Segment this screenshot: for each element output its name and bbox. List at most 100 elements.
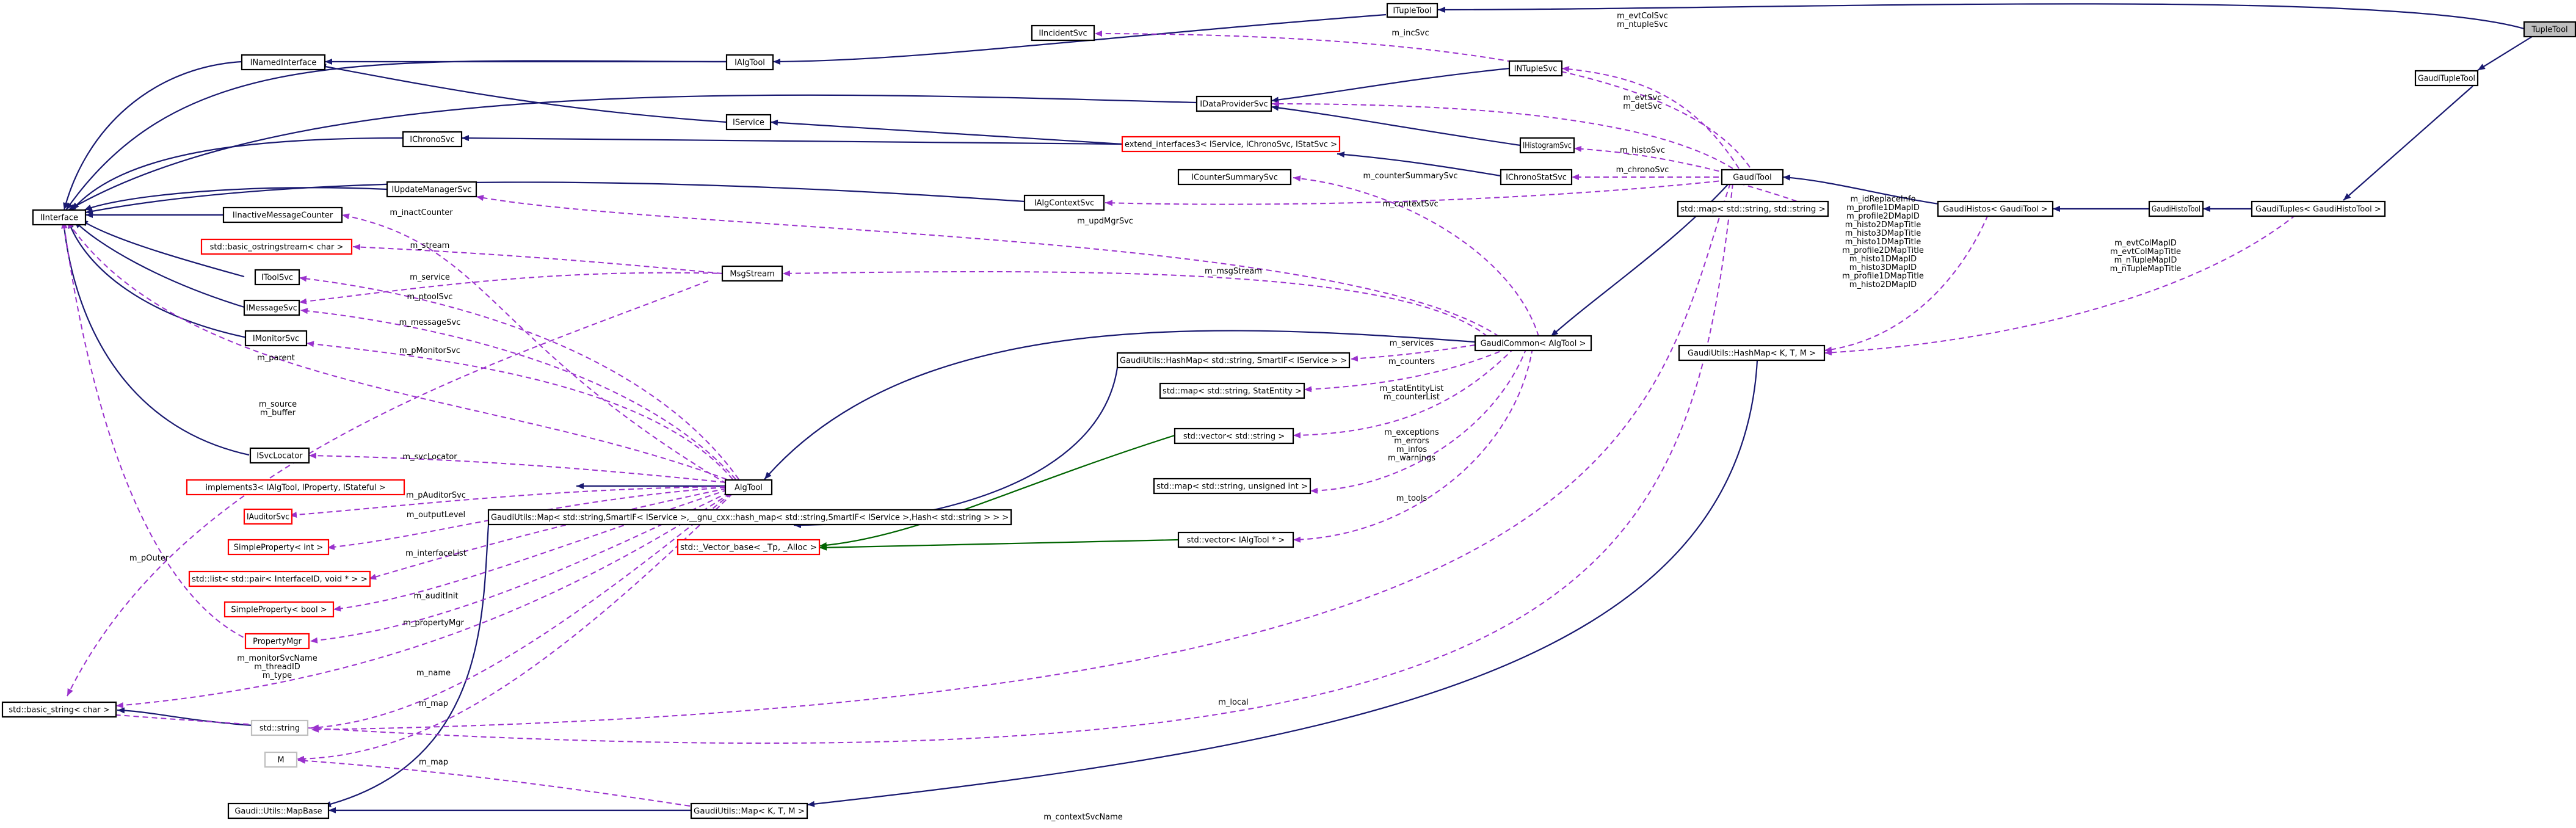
edge-use-counters bbox=[1304, 347, 1509, 393]
node-box bbox=[402, 131, 463, 148]
node-iauditor[interactable]: IAuditorSvc bbox=[243, 508, 293, 525]
node-propmgr[interactable]: PropertyMgr bbox=[244, 633, 310, 650]
edge-label-m-idreplace: m_histo2DMapTitle bbox=[1845, 220, 1921, 230]
edge-label-m-propertymgr: m_propertyMgr bbox=[403, 619, 464, 628]
node-box bbox=[243, 299, 300, 316]
node-label: std::vector< std::string > bbox=[1183, 432, 1285, 441]
node-box bbox=[721, 265, 783, 282]
node-ihistogram[interactable]: IHistogramSvc bbox=[1519, 137, 1575, 154]
edge-extend-iservice bbox=[770, 119, 1123, 145]
node-iupdate[interactable]: IUpdateManagerSvc bbox=[386, 181, 477, 198]
node-icounter[interactable]: ICounterSummarySvc bbox=[1177, 169, 1292, 186]
node-vector-ialgtool[interactable]: std::vector< IAlgTool * > bbox=[1177, 531, 1294, 548]
edge-label-m-services: m_services bbox=[1390, 339, 1434, 348]
node-iservice[interactable]: IService bbox=[725, 114, 772, 131]
edge-use-statentity bbox=[1293, 347, 1515, 438]
node-gaudi-histo-tool[interactable]: GaudiHistoTool bbox=[2148, 200, 2204, 217]
node-interface[interactable]: IInterface bbox=[32, 209, 87, 226]
node-imessagesvc[interactable]: IMessageSvc bbox=[243, 299, 300, 316]
node-vector-base[interactable]: std::_Vector_base< _Tp, _Alloc > bbox=[677, 539, 821, 556]
node-msgstream[interactable]: MsgStream bbox=[721, 265, 783, 282]
edge-use-name bbox=[311, 493, 732, 731]
node-vector-string[interactable]: std::vector< std::string > bbox=[1174, 427, 1294, 445]
edge-idataprovider-interface bbox=[68, 94, 1197, 211]
node-iinactive[interactable]: IInactiveMessageCounter bbox=[222, 206, 343, 223]
node-ichrono[interactable]: IChronoSvc bbox=[402, 131, 463, 148]
node-basic-string[interactable]: std::basic_string< char > bbox=[1, 701, 117, 718]
edge-use-evtsvc bbox=[1271, 101, 1733, 169]
edge-label-m-service: m_service bbox=[410, 273, 450, 282]
node-extend-ifaces[interactable]: extend_interfaces3< IService, IChronoSvc… bbox=[1121, 136, 1341, 153]
node-list-pair[interactable]: std::list< std::pair< InterfaceID, void … bbox=[188, 570, 371, 587]
node-idataprovider[interactable]: IDataProviderSvc bbox=[1195, 95, 1272, 112]
edge-imonitor-interface bbox=[67, 220, 251, 340]
node-label: extend_interfaces3< IService, IChronoSvc… bbox=[1125, 140, 1337, 150]
node-box bbox=[2414, 70, 2479, 87]
node-gu-map-big[interactable]: GaudiUtils::Map< std::string,SmartIF< IS… bbox=[487, 509, 1012, 526]
node-box bbox=[227, 802, 330, 819]
node-box bbox=[487, 509, 1012, 526]
edge-label-m-inactcounter: m_inactCounter bbox=[390, 208, 453, 217]
node-isvclocator[interactable]: ISvcLocator bbox=[249, 447, 310, 464]
edge-use-local bbox=[311, 183, 1731, 733]
node-box bbox=[2251, 200, 2386, 217]
node-simple-int[interactable]: SimpleProperty< int > bbox=[227, 539, 330, 556]
node-impl3[interactable]: implements3< IAlgTool, IProperty, IState… bbox=[186, 479, 405, 496]
edge-label-m-idreplace: m_profile1DMapID bbox=[1846, 203, 1920, 212]
node-std-string[interactable]: std::string bbox=[250, 719, 309, 736]
edge-label-m-stream: m_stream bbox=[410, 241, 450, 250]
node-itoolsvc[interactable]: IToolSvc bbox=[254, 269, 300, 286]
node-ntuplesvc[interactable]: INTupleSvc bbox=[1508, 60, 1563, 77]
node-gaudi-tuple-tool[interactable]: GaudiTupleTool bbox=[2414, 70, 2479, 87]
node-box bbox=[2523, 21, 2576, 38]
node-ituple-tool[interactable]: ITupleTool bbox=[1386, 2, 1439, 18]
node-ostream[interactable]: std::basic_ostringstream< char > bbox=[200, 238, 353, 255]
edge-label-m-pouter: m_pOuter bbox=[129, 554, 169, 563]
edge-label-m-map-base: m_map bbox=[419, 758, 448, 767]
node-map-uint[interactable]: std::map< std::string, unsigned int > bbox=[1153, 478, 1312, 495]
node-gaudi-histos[interactable]: GaudiHistos< GaudiTool > bbox=[1937, 200, 2054, 217]
edge-label-m-evtcolmap: m_evtColMapTitle bbox=[2110, 247, 2181, 256]
edge-label-m-monitorsvcname: m_type bbox=[263, 671, 292, 680]
node-map-stat[interactable]: std::map< std::string, StatEntity > bbox=[1159, 382, 1305, 399]
node-ialgtool[interactable]: IAlgTool bbox=[725, 54, 774, 71]
node-imonitor[interactable]: IMonitorSvc bbox=[244, 330, 308, 347]
node-tupletool[interactable]: TupleTool bbox=[2523, 21, 2576, 38]
edge-use-histosvc bbox=[1573, 145, 1729, 174]
edge-use-source bbox=[67, 280, 709, 697]
edge-label-m-statentity: m_statEntityList bbox=[1380, 384, 1444, 393]
node-gaudi-common[interactable]: GaudiCommon< AlgTool > bbox=[1474, 335, 1592, 352]
edge-label-m-idreplace: m_histo1DMapID bbox=[1849, 255, 1917, 264]
node-gaudi-tool[interactable]: GaudiTool bbox=[1721, 169, 1784, 186]
node-box bbox=[249, 447, 310, 464]
edge-use-ptoolsvc bbox=[299, 275, 739, 480]
node-simple-bool[interactable]: SimpleProperty< bool > bbox=[223, 601, 335, 618]
edge-label-m-idreplace: m_histo3DMapID bbox=[1849, 263, 1917, 272]
edge-label-m-countersummary: m_counterSummarySvc bbox=[1363, 172, 1457, 181]
node-inamed[interactable]: INamedInterface bbox=[241, 54, 326, 71]
node-gu-hashmap[interactable]: GaudiUtils::HashMap< K, T, M > bbox=[1678, 344, 1826, 361]
node-iincident[interactable]: IIncidentSvc bbox=[1031, 24, 1095, 42]
node-ichronostat[interactable]: IChronoStatSvc bbox=[1500, 169, 1573, 186]
edge-guhashsvc-gumapbig bbox=[793, 367, 1119, 528]
node-gu-hashmap-svc[interactable]: GaudiUtils::HashMap< std::string, SmartI… bbox=[1116, 352, 1351, 369]
node-label: GaudiTupleTool bbox=[2418, 74, 2475, 84]
node-gaudi-tuples[interactable]: GaudiTuples< GaudiHistoTool > bbox=[2251, 200, 2386, 217]
node-label: GaudiUtils::Map< std::string,SmartIF< IS… bbox=[491, 514, 1009, 523]
node-map-string[interactable]: std::map< std::string, std::string > bbox=[1677, 200, 1829, 217]
node-box bbox=[254, 269, 300, 286]
node-gu-map[interactable]: GaudiUtils::Map< K, T, M > bbox=[690, 802, 808, 819]
edge-label-m-contextsvc: m_contextSvc bbox=[1382, 200, 1438, 209]
node-alg-tool[interactable]: AlgTool bbox=[724, 479, 773, 496]
node-ialgcontext[interactable]: IAlgContextSvc bbox=[1023, 194, 1105, 211]
node-m[interactable]: M bbox=[264, 751, 298, 768]
edge-label-m-evtcolmap: m_nTupleMapID bbox=[2114, 256, 2177, 265]
edge-tupletool-ituple bbox=[1437, 3, 2525, 30]
edge-use-monitorsvcname bbox=[115, 493, 731, 708]
node-label: IMonitorSvc bbox=[253, 335, 299, 344]
edge-use-services bbox=[1350, 344, 1476, 362]
node-mapbase[interactable]: Gaudi::Utils::MapBase bbox=[227, 802, 330, 819]
edge-use-messagesvc bbox=[300, 308, 736, 480]
edge-use-mapbase bbox=[297, 757, 691, 807]
